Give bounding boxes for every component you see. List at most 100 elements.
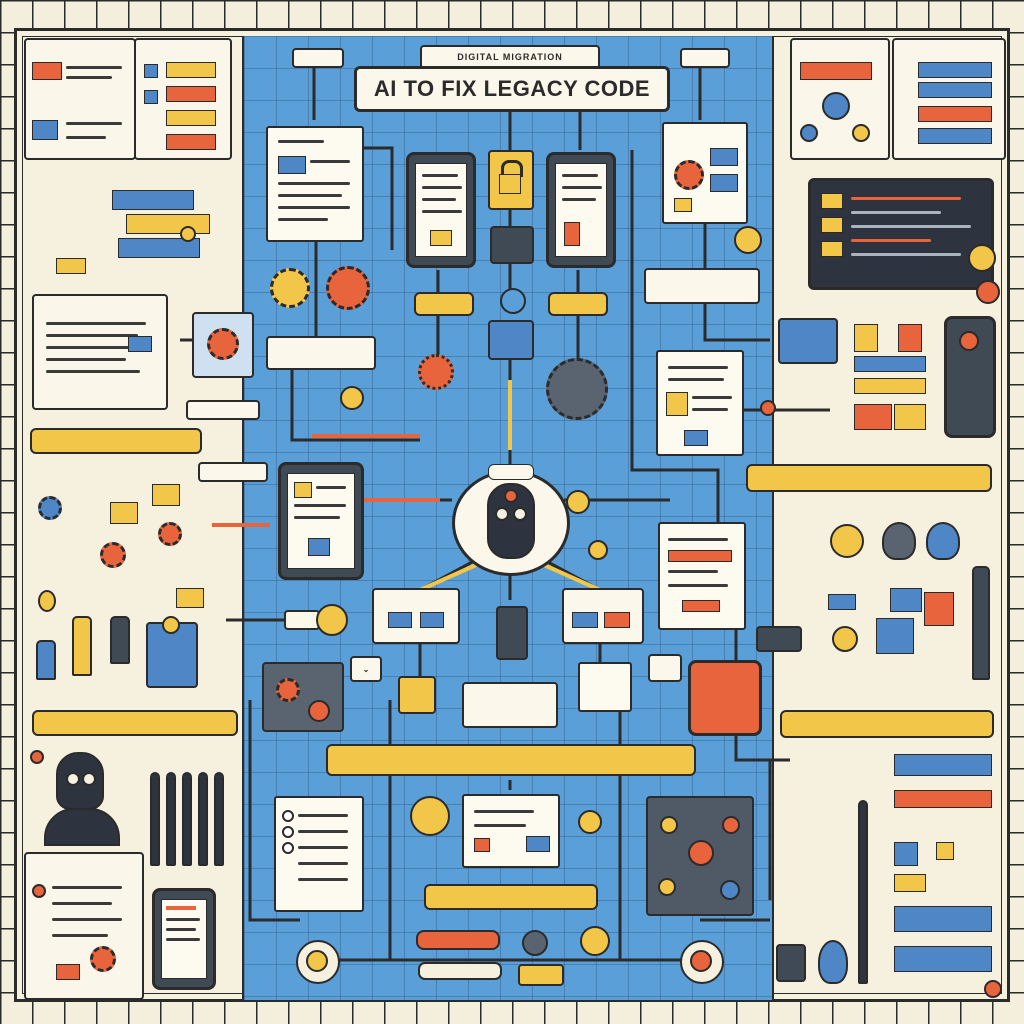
top-tab-right [680, 48, 730, 68]
center-bottom-dial [296, 940, 340, 984]
gear-icon-a [270, 268, 310, 308]
document-icon [266, 126, 364, 242]
left-circuit-area [24, 460, 218, 694]
left-pin-b [72, 616, 92, 676]
center-device-left [406, 152, 476, 268]
right-dot-a [968, 244, 996, 272]
center-right-chip [756, 626, 802, 652]
page-title: AI TO FIX LEGACY CODE [354, 66, 670, 112]
center-lower-banner [424, 884, 598, 910]
gear-icon-d [418, 354, 454, 390]
center-dot-d [316, 604, 348, 636]
center-note [578, 662, 632, 712]
right-mid-widgets [822, 580, 958, 668]
center-bottom-knob [522, 930, 548, 956]
right-center-label [644, 268, 760, 304]
left-top-card-b [134, 38, 232, 160]
top-tab-left [292, 48, 344, 68]
center-left-label [266, 336, 376, 370]
center-small-screen [490, 226, 534, 264]
left-small-label-2 [198, 462, 268, 482]
gear-icon-b [326, 266, 370, 310]
center-node [500, 288, 526, 314]
center-device-right [546, 152, 616, 268]
center-bottom-doc [462, 794, 560, 868]
left-pens [142, 750, 228, 874]
right-top-card-b [892, 38, 1006, 160]
left-small-label [186, 400, 260, 420]
left-pin-c [110, 616, 130, 664]
right-banner-top [746, 464, 992, 492]
center-dot-e [578, 810, 602, 834]
center-right-dot [734, 226, 762, 254]
center-dot-b [566, 490, 590, 514]
ai-hub [452, 470, 570, 576]
center-bottom-dot [580, 926, 610, 956]
right-blue-card [778, 318, 838, 364]
center-bottom-tag [518, 964, 564, 986]
left-doc-blue [146, 616, 198, 688]
center-magnifier [410, 796, 450, 836]
right-tall-pen [858, 800, 868, 984]
center-card-left [372, 588, 460, 644]
center-chip [488, 320, 534, 360]
center-bottom-pill [416, 930, 500, 950]
monitor-icon [808, 178, 994, 290]
center-phone [496, 606, 528, 660]
lock-icon [488, 150, 534, 210]
center-card-right [562, 588, 644, 644]
right-small-device [776, 944, 806, 982]
gear-icon-c [546, 358, 608, 420]
left-bottom-list [24, 852, 144, 1000]
center-right-doc [662, 122, 748, 224]
center-yellow-square [398, 676, 436, 714]
chevron-down-icon: ⌄ [350, 656, 382, 682]
center-bottom-dial-2 [680, 940, 724, 984]
network-node-icon [646, 796, 754, 916]
hub-label [488, 464, 534, 480]
left-node-map [24, 168, 228, 284]
center-right-doc-3 [658, 522, 746, 630]
robot-head-icon [487, 483, 535, 559]
center-tablet [278, 462, 364, 580]
right-top-card-a [790, 38, 890, 160]
right-dot-b [976, 280, 1000, 304]
left-document-card [32, 294, 168, 410]
center-dot-c [588, 540, 608, 560]
right-remote [944, 316, 996, 438]
tablet-icon [152, 888, 216, 990]
center-dot-a [340, 386, 364, 410]
center-tag-right [548, 292, 608, 316]
robot-head-icon [56, 752, 104, 810]
right-charts [848, 318, 930, 436]
right-bulb-icon [926, 522, 960, 560]
left-avatar-area [24, 744, 138, 856]
center-bottom-banner [326, 744, 696, 776]
center-red-device [688, 660, 762, 736]
right-bottom-list [888, 748, 1004, 992]
gear-icon [207, 328, 239, 360]
left-pin-a [36, 640, 56, 680]
right-dot-c [830, 524, 864, 558]
center-tag-left [414, 292, 474, 316]
center-tiny-tag [284, 610, 320, 630]
lightbulb-icon [38, 590, 56, 612]
center-right-doc-2 [656, 350, 744, 456]
center-mid-label [462, 682, 558, 728]
center-bottom-pill-2 [418, 962, 502, 980]
left-banner-bottom [32, 710, 238, 736]
right-shield-icon [882, 522, 916, 560]
lightbulb-icon-right [818, 940, 848, 984]
left-banner-top [30, 428, 202, 454]
center-right-red-dot [760, 400, 776, 416]
right-corner-dot [984, 980, 1002, 998]
center-network-box [262, 662, 344, 732]
right-banner-bottom [780, 710, 994, 738]
center-checklist [274, 796, 364, 912]
left-top-card-a [24, 38, 136, 160]
left-gear-box [192, 312, 254, 378]
center-small-icon [648, 654, 682, 682]
right-pen [972, 566, 990, 680]
